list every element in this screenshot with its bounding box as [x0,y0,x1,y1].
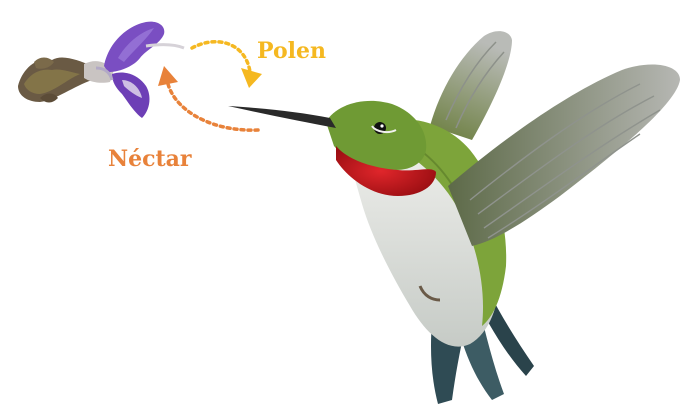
nectar-arrow [158,66,258,130]
hummingbird-illustration [228,31,680,404]
nectar-label: Néctar [108,148,192,170]
pollen-arrow [192,42,262,88]
pollen-label: Polen [257,40,326,62]
flower-illustration [18,22,184,118]
